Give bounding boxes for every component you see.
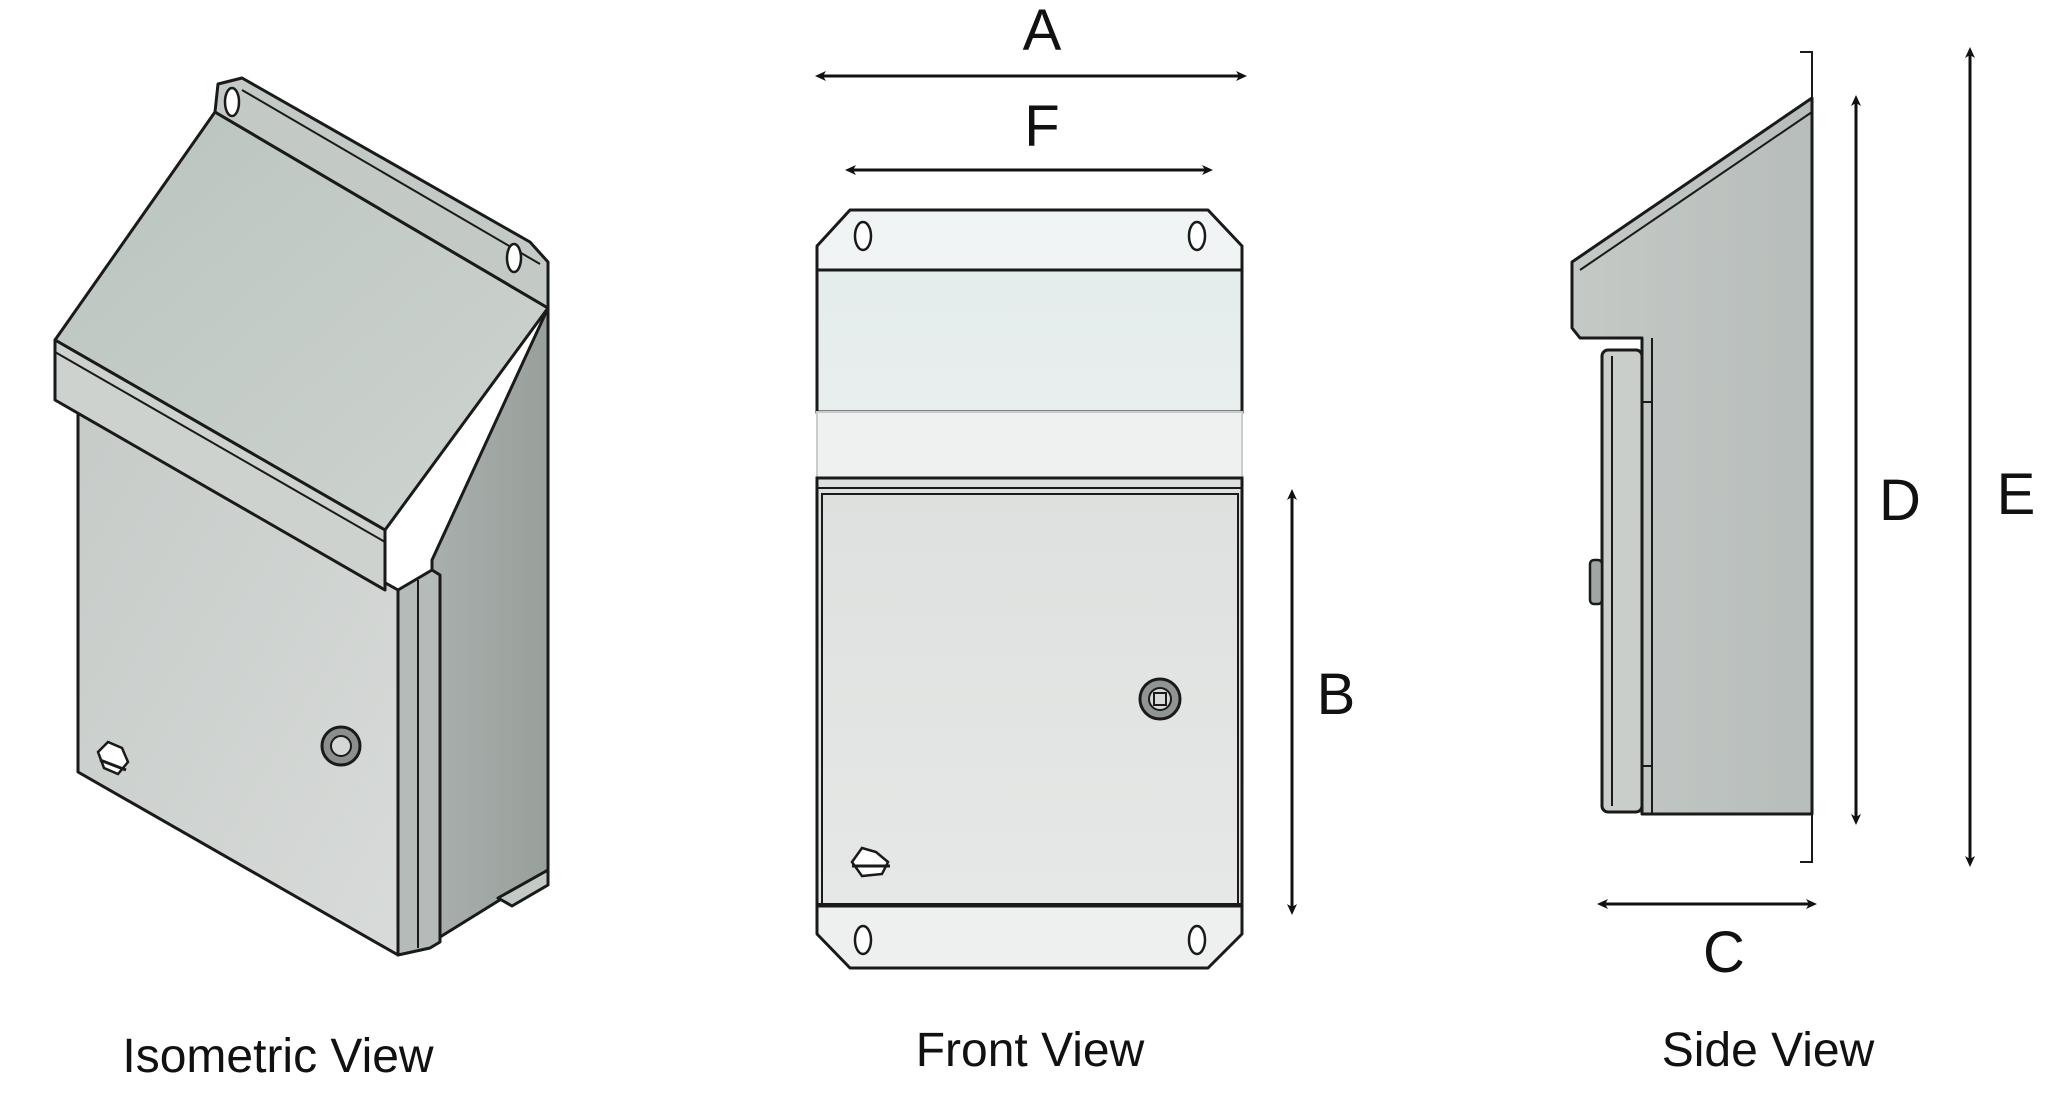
dim-label-e: E	[1997, 462, 2036, 527]
dim-label-b: B	[1317, 662, 1356, 727]
iso-bottom-bracket	[496, 868, 550, 908]
dim-label-d: D	[1879, 468, 1921, 533]
side-top-flange	[1800, 51, 1813, 98]
side-lock	[1588, 558, 1604, 606]
iso-mount-hole-right	[505, 242, 523, 274]
iso-hood-lip	[53, 338, 387, 592]
side-view	[1570, 51, 1814, 863]
front-mount-hole-br	[1187, 924, 1207, 956]
iso-top-flange	[213, 76, 550, 310]
caption-side-view: Side View	[1662, 1024, 1875, 1077]
front-bottom-flange	[815, 904, 1244, 970]
side-door	[1600, 348, 1644, 814]
iso-logo-icon	[96, 740, 130, 776]
front-mount-hole-bl	[853, 924, 873, 956]
isometric-view	[53, 76, 550, 957]
side-body	[1570, 96, 1814, 816]
caption-isometric-view: Isometric View	[122, 1030, 434, 1083]
iso-mount-hole-left	[223, 86, 241, 118]
dim-label-c: C	[1703, 920, 1745, 985]
front-top-flange	[815, 208, 1244, 274]
dim-label-a: A	[1023, 0, 1062, 63]
front-hood	[815, 268, 1244, 414]
caption-front-view: Front View	[916, 1024, 1145, 1077]
front-logo-icon	[850, 846, 890, 878]
front-view	[815, 208, 1244, 970]
side-bottom-flange	[1800, 814, 1813, 863]
dim-label-f: F	[1024, 94, 1059, 159]
front-mount-hole-tr	[1187, 220, 1207, 252]
front-mount-hole-tl	[853, 220, 873, 252]
